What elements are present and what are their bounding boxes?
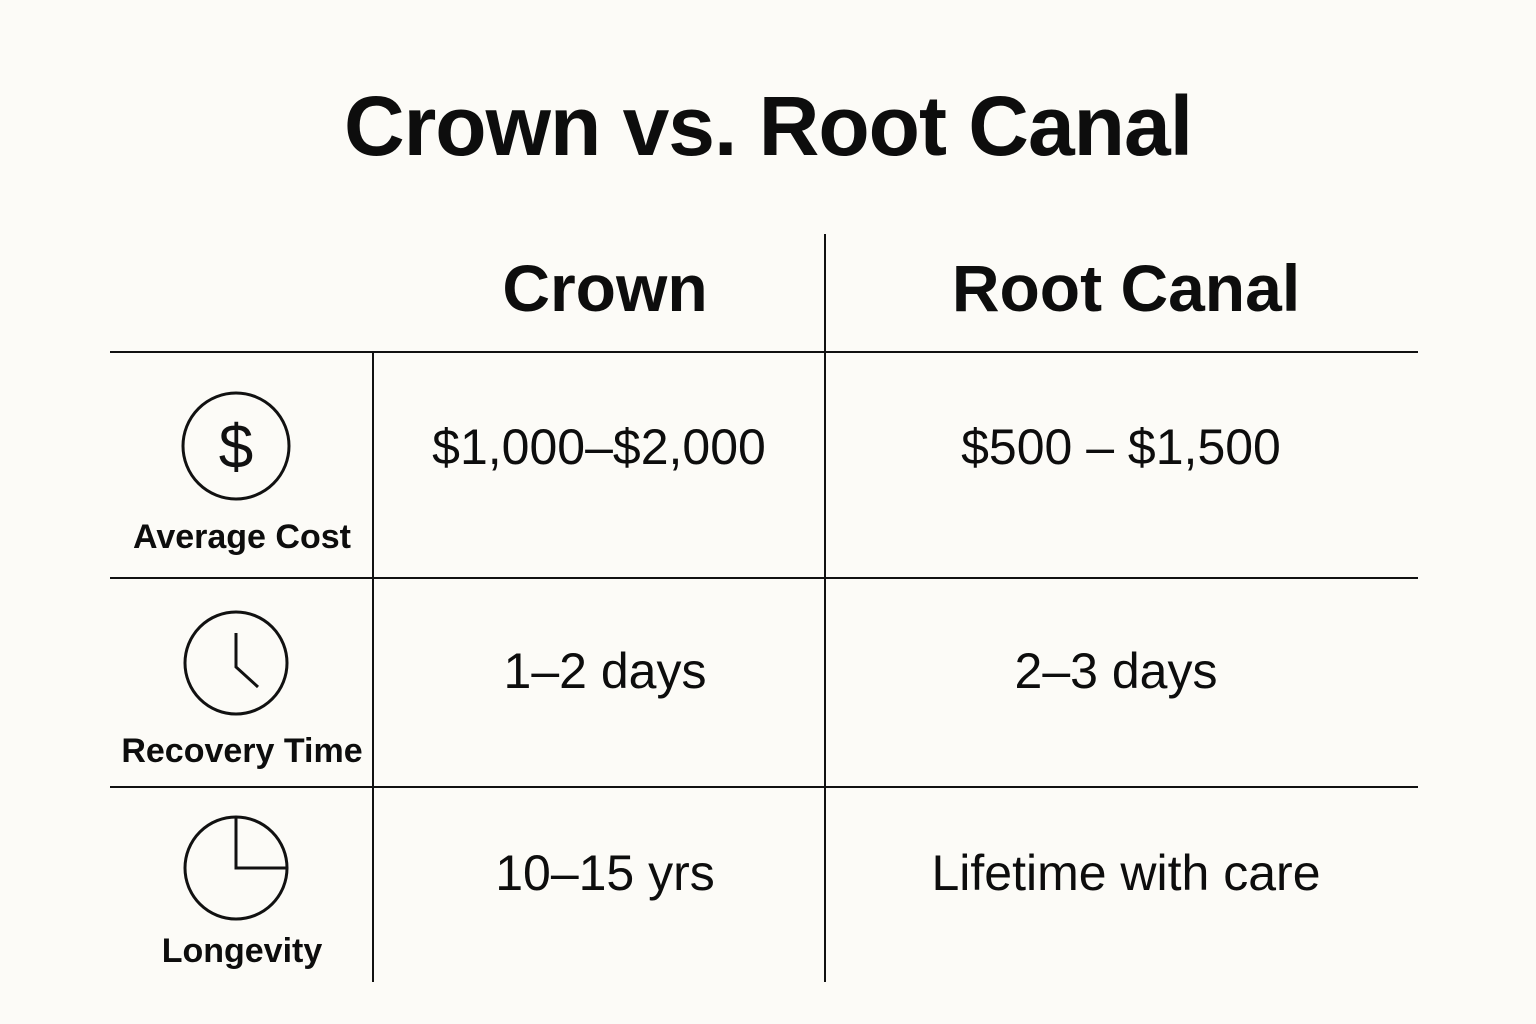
page-title: Crown vs. Root Canal (343, 79, 1193, 173)
row-divider-2 (110, 786, 1418, 788)
crown-average-cost: $1,000–$2,000 (432, 419, 766, 475)
root-canal-recovery-time: 2–3 days (1014, 643, 1218, 699)
pie-chart-icon (183, 815, 289, 921)
row-divider-header (110, 351, 1418, 353)
column-header-root-canal: Root Canal (951, 251, 1301, 325)
column-divider-labels (372, 352, 374, 982)
svg-text:$: $ (219, 413, 253, 482)
crown-longevity: 10–15 yrs (495, 845, 715, 901)
column-divider-main (824, 234, 826, 982)
row-label-longevity: Longevity (161, 932, 323, 970)
row-divider-1 (110, 577, 1418, 579)
column-header-crown: Crown (502, 251, 708, 325)
row-label-recovery-time: Recovery Time (121, 732, 363, 770)
root-canal-longevity: Lifetime with care (931, 845, 1321, 901)
crown-recovery-time: 1–2 days (503, 643, 707, 699)
dollar-icon: $ (181, 391, 291, 501)
clock-icon (183, 610, 289, 716)
row-label-average-cost: Average Cost (133, 518, 351, 556)
root-canal-average-cost: $500 – $1,500 (961, 419, 1281, 475)
